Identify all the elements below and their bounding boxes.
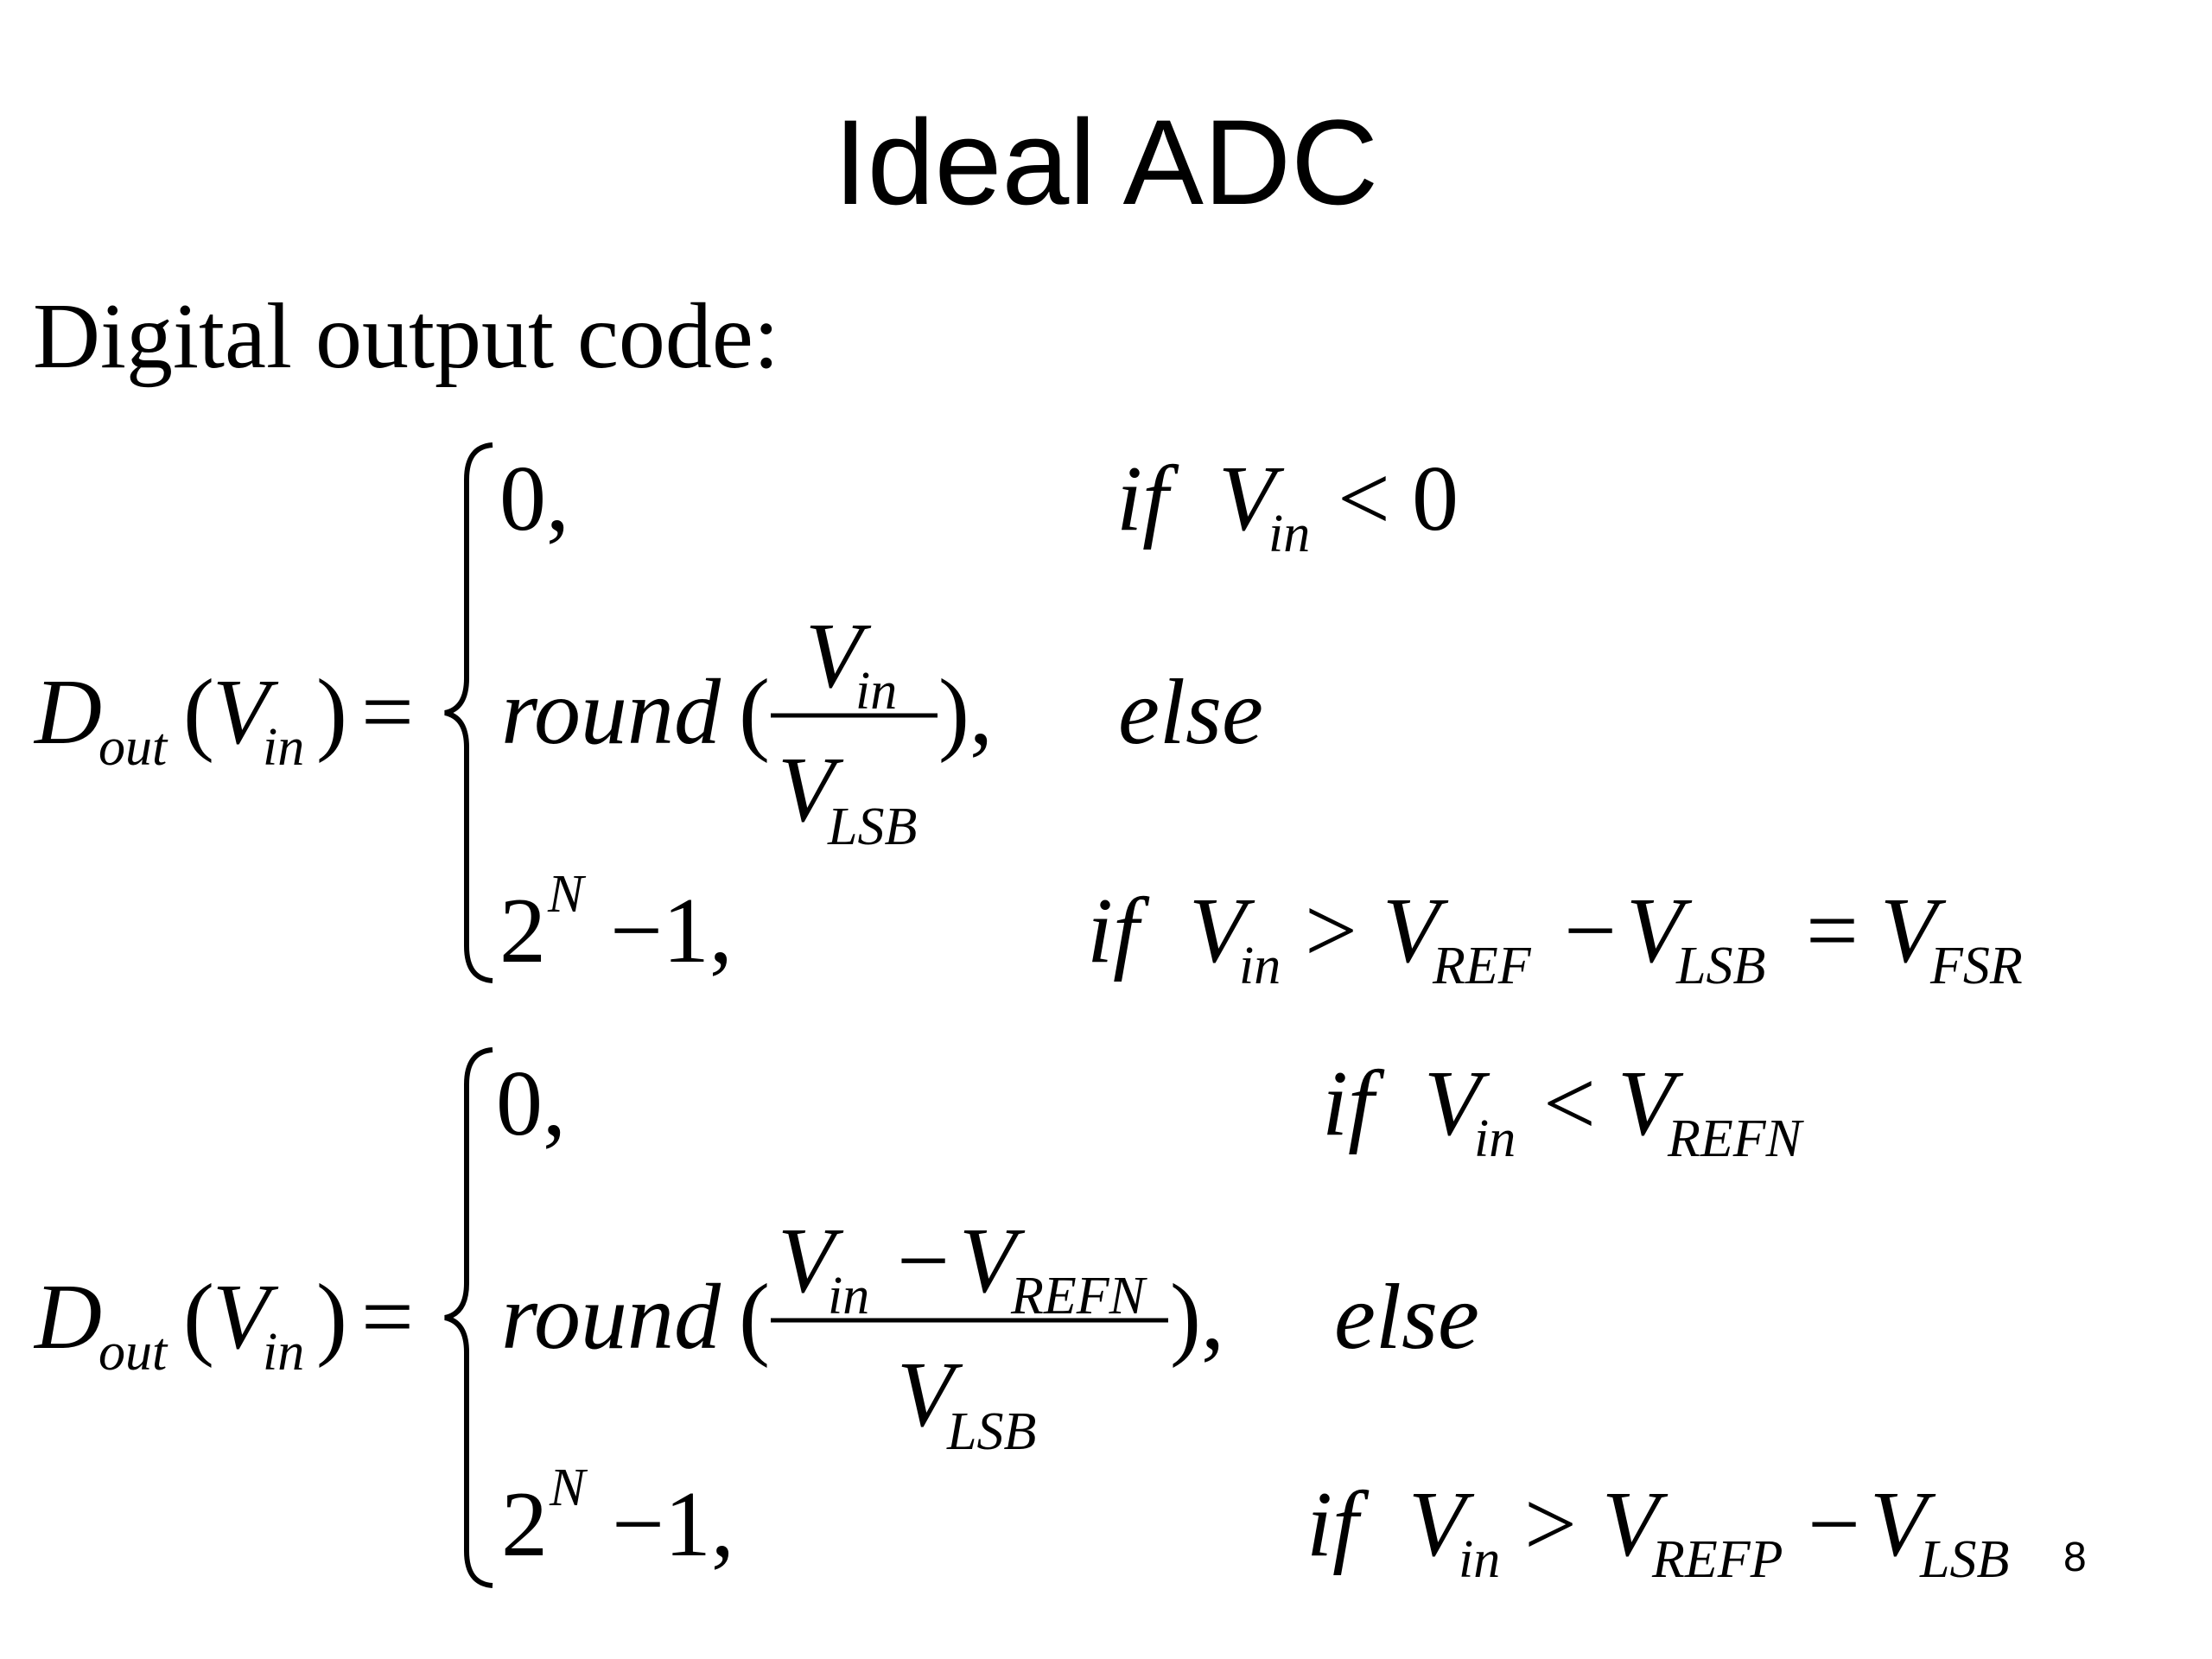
case3-fsr-subscript: FSR xyxy=(1929,937,2023,995)
case2-num-v-in: V xyxy=(778,1210,844,1313)
case2-close-paren-comma: ), xyxy=(938,661,993,764)
case3-v-lsb: V xyxy=(1626,880,1693,982)
lhs-d: D xyxy=(33,661,102,764)
equation-unipolar-svg: D out ( V in ) = 0, if V in < 0 round ( … xyxy=(33,442,2023,995)
case2-num-v-refn: V xyxy=(959,1210,1026,1313)
case2-den-v: V xyxy=(778,739,844,842)
case3-two: 2 xyxy=(499,880,546,982)
case3-two: 2 xyxy=(501,1473,548,1576)
case1-less-than: < xyxy=(1543,1052,1596,1155)
lhs-close-paren: ) xyxy=(316,1266,347,1369)
case2-open-paren: ( xyxy=(739,661,770,764)
intro-text: Digital output code: xyxy=(33,285,779,388)
lhs-v: V xyxy=(213,661,279,764)
lhs-out-subscript: out xyxy=(99,1323,168,1382)
case3-minus: − xyxy=(1808,1473,1860,1576)
case2-den-lsb-subscript: LSB xyxy=(827,798,917,856)
case2-den-lsb-subscript: LSB xyxy=(946,1402,1036,1461)
case3-v-fsr: V xyxy=(1880,880,1947,982)
case3-minus-one: −1, xyxy=(612,1473,734,1576)
lhs-d: D xyxy=(33,1266,102,1369)
case2-close-paren-comma: ), xyxy=(1170,1266,1224,1369)
left-brace xyxy=(444,442,493,983)
case3-lsb-subscript: LSB xyxy=(1919,1530,2009,1589)
case3-if: if xyxy=(1306,1473,1370,1576)
case2-num-in-subscript: in xyxy=(855,662,897,721)
case1-in-subscript: in xyxy=(1268,505,1310,563)
case1-v: V xyxy=(1218,448,1285,550)
case1-if: if xyxy=(1322,1052,1385,1155)
case3-greater-than: > xyxy=(1305,880,1357,982)
case3-in-subscript: in xyxy=(1239,937,1281,995)
case1-value: 0, xyxy=(499,448,569,550)
case2-open-paren: ( xyxy=(739,1266,770,1369)
case1-v: V xyxy=(1424,1052,1491,1155)
case2-num-in-subscript: in xyxy=(828,1267,869,1325)
case2-den-v: V xyxy=(897,1344,963,1446)
case3-n-superscript: N xyxy=(549,1459,588,1517)
equation-bipolar-svg: D out ( V in ) = 0, if V in < V REFN rou… xyxy=(33,1047,2009,1589)
case3-greater-than: > xyxy=(1524,1473,1577,1576)
case1-value: 0, xyxy=(496,1052,566,1155)
case1-zero: 0 xyxy=(1412,448,1459,550)
case3-minus-one: −1, xyxy=(610,880,733,982)
case3-v-ref: V xyxy=(1382,880,1449,982)
case3-ref-subscript: REF xyxy=(1432,937,1532,995)
case1-in-subscript: in xyxy=(1474,1109,1516,1168)
lhs-open-paren: ( xyxy=(183,661,214,764)
case1-less-than: < xyxy=(1338,448,1390,550)
case3-refp-subscript: REFP xyxy=(1651,1530,1783,1589)
case2-round: round xyxy=(501,661,721,764)
case3-minus: − xyxy=(1564,880,1617,982)
case2-else: else xyxy=(1118,661,1263,764)
case3-lsb-subscript: LSB xyxy=(1675,937,1765,995)
case3-v-lsb: V xyxy=(1870,1473,1936,1576)
case2-num-refn-subscript: REFN xyxy=(1010,1267,1148,1325)
case3-n-superscript: N xyxy=(547,865,587,924)
case2-num-minus: − xyxy=(897,1210,950,1313)
lhs-open-paren: ( xyxy=(183,1266,214,1369)
case1-v-refn: V xyxy=(1618,1052,1684,1155)
case3-v: V xyxy=(1189,880,1255,982)
case1-refn-subscript: REFN xyxy=(1667,1109,1805,1168)
case2-num-v: V xyxy=(805,605,872,708)
case3-if: if xyxy=(1087,880,1150,982)
equation-unipolar: D out ( V in ) = 0, if V in < 0 round ( … xyxy=(0,428,2212,998)
lhs-close-paren: ) xyxy=(316,661,347,764)
lhs-in-subscript: in xyxy=(263,718,304,777)
lhs-equals: = xyxy=(361,1266,414,1369)
lhs-in-subscript: in xyxy=(263,1323,304,1382)
slide-title: Ideal ADC xyxy=(833,94,1379,230)
case3-v-refp: V xyxy=(1602,1473,1669,1576)
left-brace xyxy=(444,1047,493,1588)
case3-v: V xyxy=(1408,1473,1475,1576)
lhs-out-subscript: out xyxy=(99,718,168,777)
case3-equals: = xyxy=(1806,880,1859,982)
case2-else: else xyxy=(1334,1266,1479,1369)
page-number: 8 xyxy=(2063,1535,2087,1580)
case2-round: round xyxy=(501,1266,721,1369)
case1-if: if xyxy=(1116,448,1179,550)
equation-bipolar: D out ( V in ) = 0, if V in < V REFN rou… xyxy=(0,1033,2212,1603)
lhs-equals: = xyxy=(361,661,414,764)
lhs-v: V xyxy=(213,1266,279,1369)
case3-in-subscript: in xyxy=(1459,1530,1500,1589)
